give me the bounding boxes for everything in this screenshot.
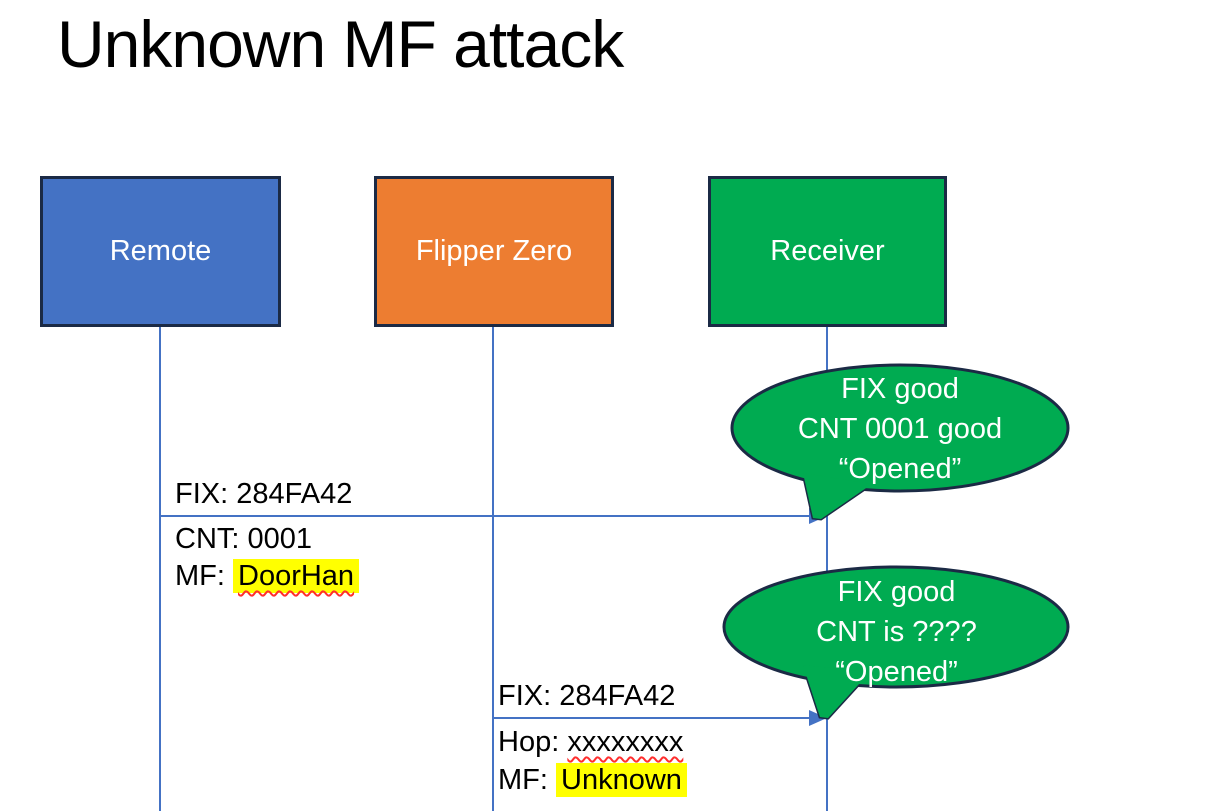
callout1-text: FIX good CNT 0001 good “Opened” bbox=[797, 373, 1003, 485]
message2-label-hop: Hop: xxxxxxxx bbox=[498, 726, 684, 758]
callout2-ellipse bbox=[722, 565, 1070, 689]
message1-arrow-line bbox=[160, 515, 810, 517]
lifeline-flipper-zero bbox=[492, 327, 494, 811]
actor-box-remote: Remote bbox=[40, 176, 281, 327]
highlighted-value-unknown: Unknown bbox=[556, 763, 687, 797]
highlighted-value-doorhan: DoorHan bbox=[233, 559, 360, 593]
actor-label-receiver: Receiver bbox=[770, 235, 885, 267]
callout2-text: FIX good CNT is ???? “Opened” bbox=[816, 576, 977, 688]
message1-label-fix: FIX: 284FA42 bbox=[175, 478, 353, 510]
message1-label-details: CNT: 0001 MF: DoorHan bbox=[175, 521, 360, 595]
callout2-speech-bubble bbox=[722, 565, 1070, 720]
message1-label-cnt: CNT: 0001 bbox=[175, 523, 313, 555]
actor-label-flipper-zero: Flipper Zero bbox=[415, 235, 573, 267]
squiggle-value-hop: xxxxxxxx bbox=[567, 726, 684, 758]
callout2-tail-fill bbox=[803, 665, 870, 718]
actor-box-receiver: Receiver bbox=[708, 176, 947, 327]
message2-arrow-line bbox=[493, 717, 810, 719]
callout1-ellipse bbox=[730, 363, 1070, 493]
callout1-speech-bubble bbox=[730, 363, 1070, 521]
lifeline-receiver bbox=[826, 327, 828, 811]
message2-label-details: Hop: xxxxxxxx MF: Unknown bbox=[498, 723, 687, 799]
message2-label-mf: MF: Unknown bbox=[498, 761, 687, 799]
lifeline-remote bbox=[159, 327, 161, 811]
message1-label-mf: MF: DoorHan bbox=[175, 558, 360, 595]
actor-box-flipper-zero: Flipper Zero bbox=[374, 176, 614, 327]
message2-label-fix: FIX: 284FA42 bbox=[498, 680, 676, 712]
actor-label-remote: Remote bbox=[109, 235, 212, 267]
page-title: Unknown MF attack bbox=[57, 7, 624, 81]
callout1-tail-fill bbox=[803, 473, 872, 519]
